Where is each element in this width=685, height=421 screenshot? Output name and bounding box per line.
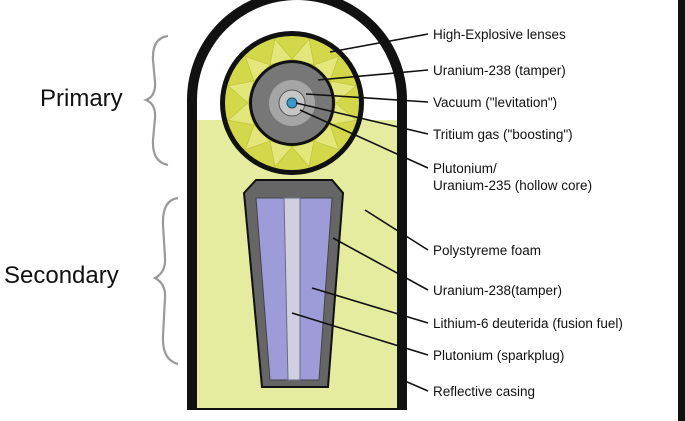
label-lithium-6-deuteride: Lithium-6 deuterida (fusion fuel) [433,316,623,331]
secondary-group-label: Secondary [4,262,119,289]
tritium-gas-center [286,97,298,109]
leader-high-explosive-lenses [329,33,429,53]
leader-plutonium-hollow-core [299,109,429,169]
leader-polystyrene-foam [364,209,429,251]
primary-brace [143,34,169,167]
leader-lines [291,33,429,392]
secondary-brace [152,196,179,366]
component-labels: High-Explosive lenses Uranium-238 (tampe… [433,27,623,399]
label-plutonium-line2: Uranium-235 (hollow core) [433,178,592,193]
label-tritium-gas-boosting: Tritium gas ("boosting") [433,127,573,142]
leader-uranium-238-secondary-tamper [332,237,429,291]
label-plutonium-line1: Plutonium/ [433,161,497,176]
primary-device [220,31,364,175]
label-high-explosive-lenses: High-Explosive lenses [433,27,566,42]
leader-tritium-gas-boosting [295,102,429,135]
label-plutonium-sparkplug: Plutonium (sparkplug) [433,348,564,363]
leader-vacuum-levitation [305,93,429,103]
leader-plutonium-sparkplug [291,312,429,356]
leader-uranium-238-tamper [317,69,429,81]
label-uranium-238-tamper: Uranium-238 (tamper) [433,63,566,78]
label-vacuum-levitation: Vacuum ("levitation") [433,95,557,110]
plutonium-sparkplug-rod [283,197,301,381]
label-reflective-casing: Reflective casing [433,384,535,399]
secondary-device [242,179,345,388]
primary-group-label: Primary [40,85,123,112]
leader-lithium-6-deuteride [311,287,429,324]
lens-facets [227,38,357,168]
label-polystyrene-foam: Polystyreme foam [433,243,541,258]
label-uranium-238-secondary-tamper: Uranium-238(tamper) [433,283,562,298]
leader-reflective-casing [397,377,429,392]
frame-right-edge [678,0,685,421]
